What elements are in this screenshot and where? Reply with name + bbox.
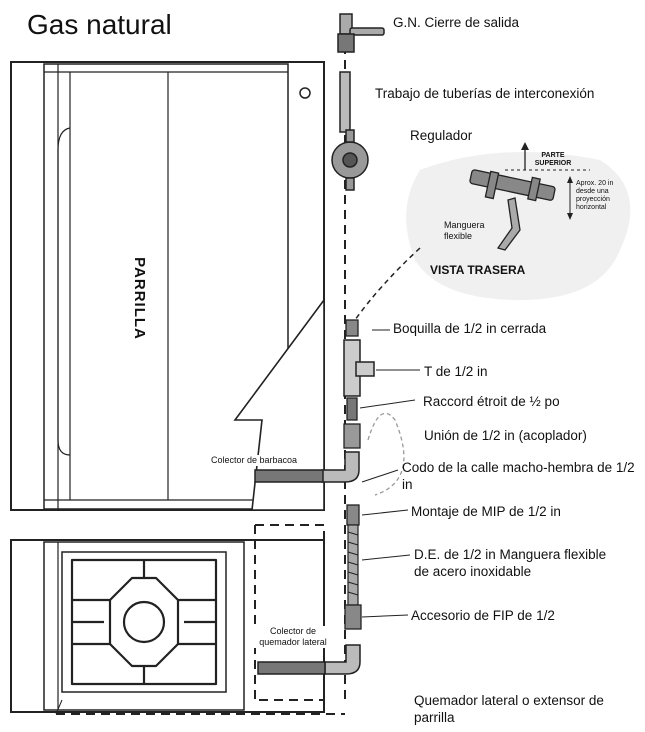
street-elbow-icon <box>321 451 360 483</box>
flex-hose-coils <box>347 531 359 596</box>
flex-hose-label: D.E. de 1/2 in Manguera flexible de acer… <box>414 547 607 579</box>
shutoff-label: G.N. Cierre de salida <box>393 15 520 30</box>
capped-nipple-label: Boquilla de 1/2 in cerrada <box>393 321 547 336</box>
regulator-icon <box>331 129 369 191</box>
inset-top-label: PARTE SUPERIOR <box>534 152 572 167</box>
mip-label: Montaje de MIP de 1/2 in <box>411 504 561 519</box>
narrow-fitting-label: Raccord étroit de ½ po <box>423 394 560 409</box>
tee-icon <box>343 339 375 397</box>
street-elbow-label: Codo de la calle macho-hembra de 1/2 in <box>402 460 635 492</box>
piping-label: Trabajo de tuberías de interconexión <box>375 86 595 101</box>
mip-fitting-icon <box>346 504 360 526</box>
tee-label: T de 1/2 in <box>424 364 488 379</box>
page-title: Gas natural <box>27 9 172 40</box>
inset-approx-label: Aprox. 20 in desde una proyección horizo… <box>576 180 614 211</box>
inset-pointer <box>354 247 421 321</box>
narrow-fitting-icon <box>346 397 358 421</box>
union-label: Unión de 1/2 in (acoplador) <box>424 428 587 443</box>
shutoff-valve-icon <box>337 13 385 53</box>
inset-hose-label: Manguera flexible <box>444 220 485 241</box>
capped-nipple-icon <box>345 319 359 337</box>
side-burner-elbow-icon <box>324 644 361 675</box>
side-burner-label: Quemador lateral o extensor de parrilla <box>414 693 604 725</box>
regulator-label: Regulador <box>410 128 473 143</box>
fip-label: Accesorio de FIP de 1/2 <box>411 608 555 623</box>
rear-view-inset <box>406 142 631 300</box>
grill-body <box>10 61 325 511</box>
side-burner-manifold-pipe <box>257 661 326 675</box>
union-pointer <box>367 412 405 496</box>
bbq-manifold-pipe <box>254 469 324 483</box>
grill-label: PARRILLA <box>130 257 148 340</box>
burner-grate-icon <box>70 558 218 686</box>
side-burner-manifold-label: Colector de quemador lateral <box>249 626 337 648</box>
fip-fitting-icon <box>344 604 362 630</box>
bbq-manifold-label: Colector de barbacoa <box>211 455 298 466</box>
pipe-segment-icon <box>339 71 351 133</box>
leader-lines <box>55 329 420 715</box>
union-icon <box>343 423 361 449</box>
rear-view-label: VISTA TRASERA <box>430 263 526 277</box>
